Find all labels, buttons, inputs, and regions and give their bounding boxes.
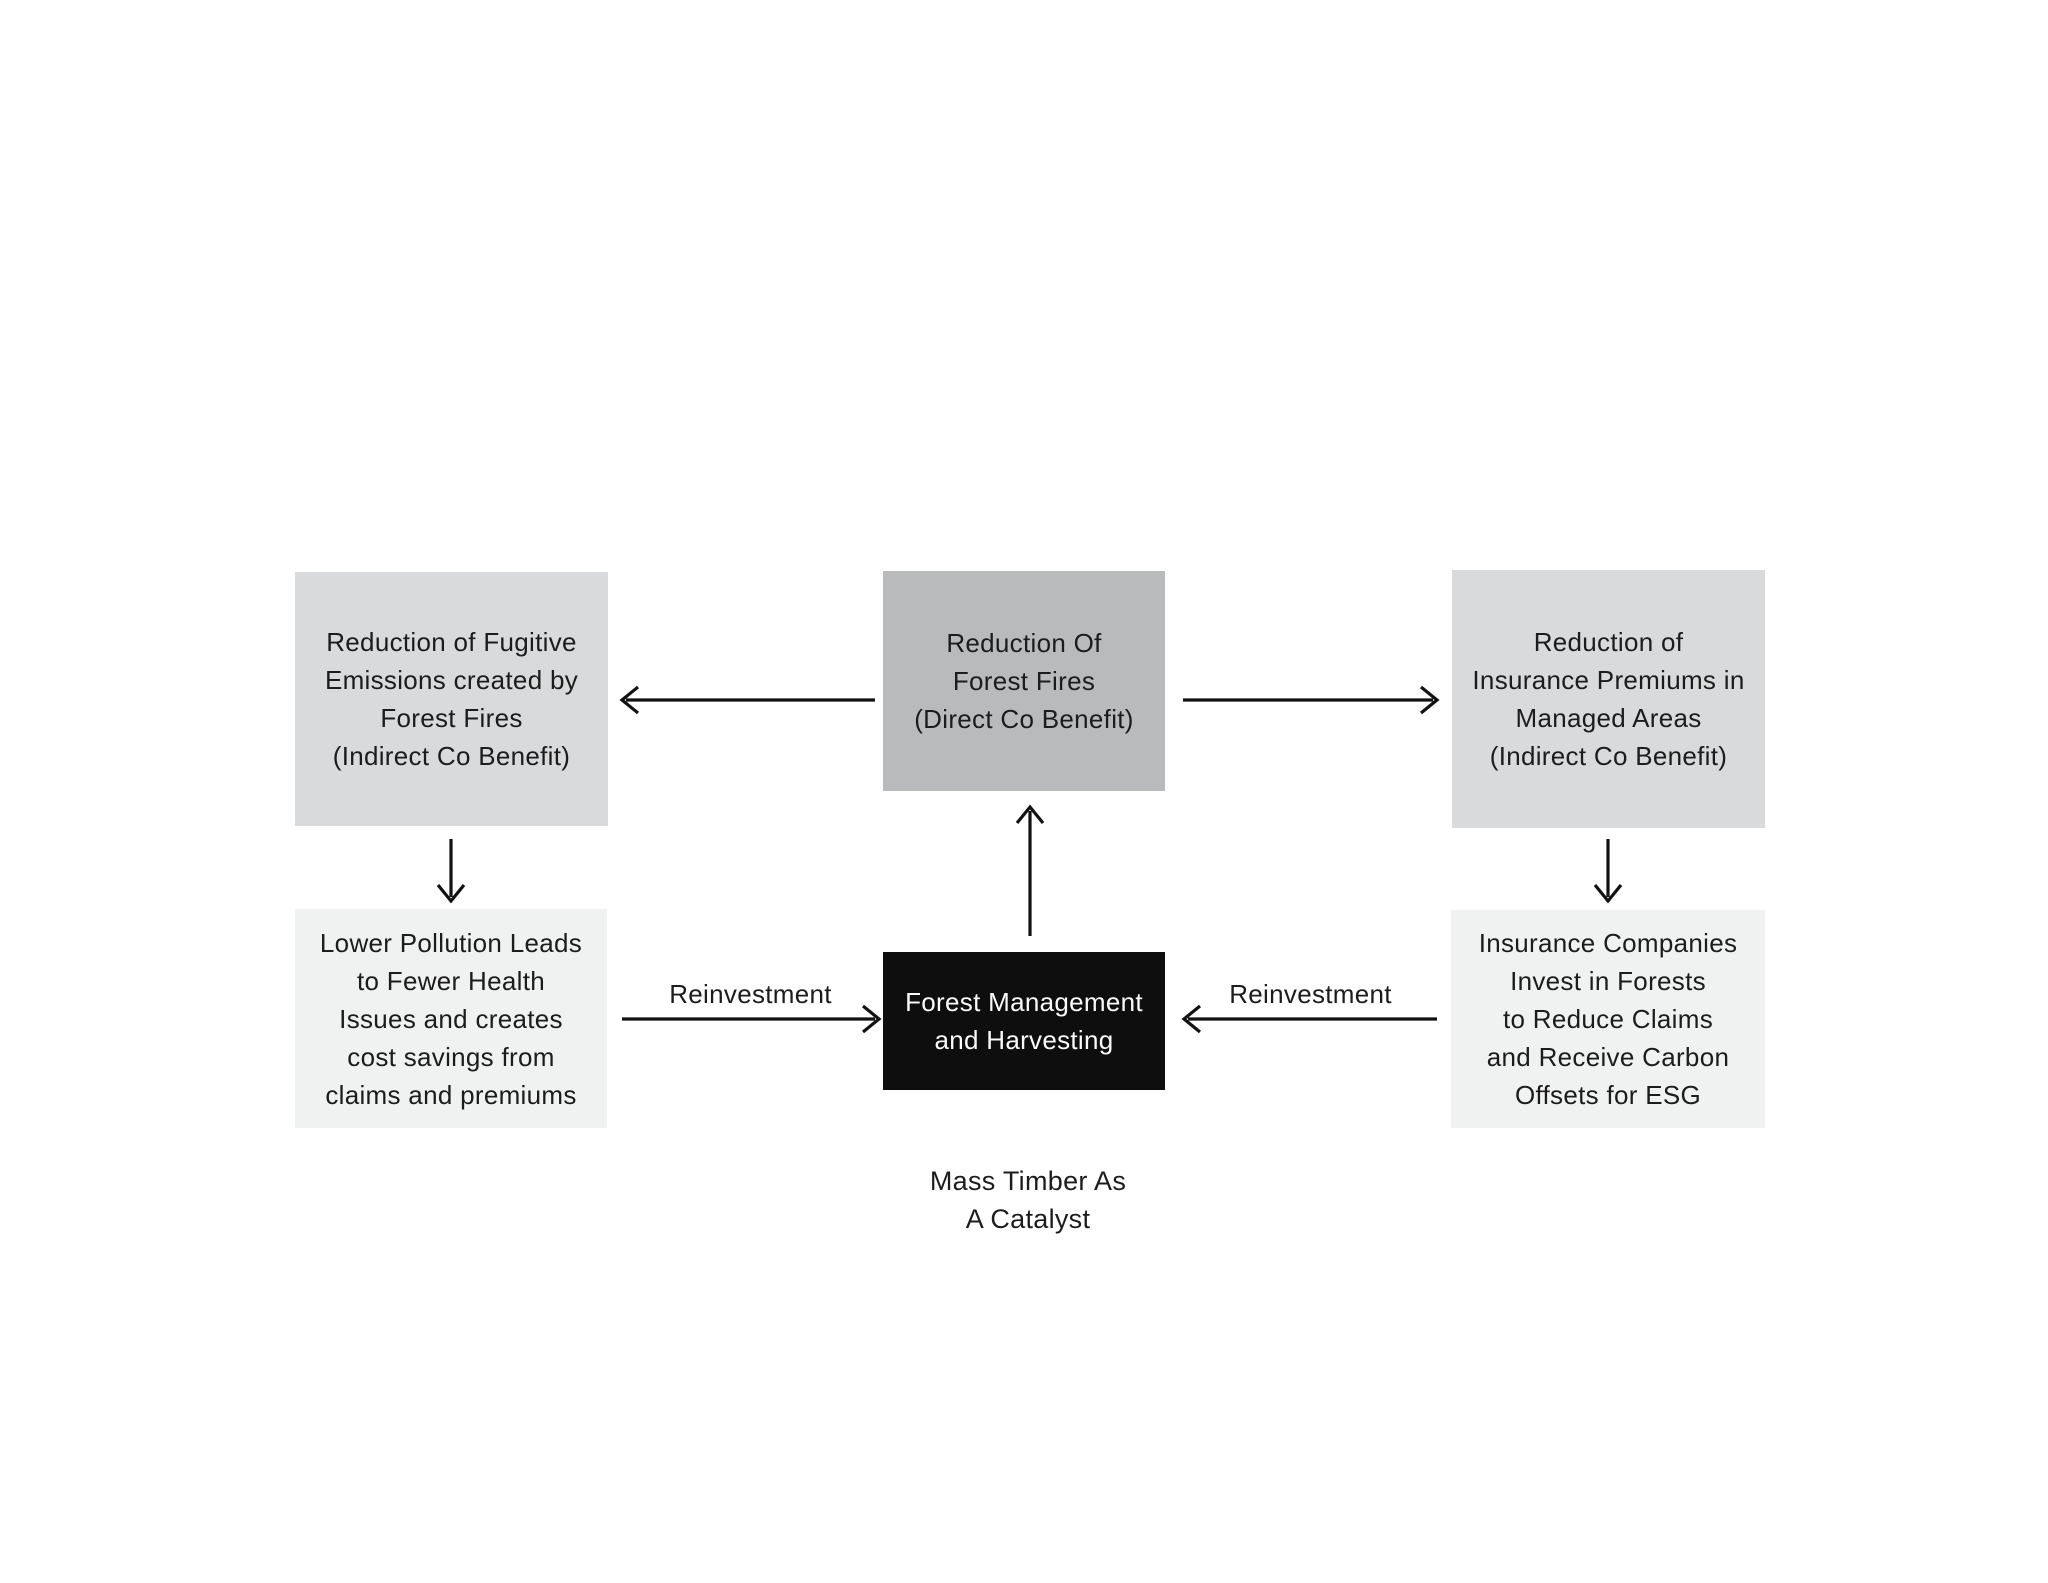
node-lower-pollution: Lower Pollution Leads to Fewer Health Is… — [295, 909, 607, 1128]
arrow-forest-fires-to-insurance-premiums — [1183, 685, 1440, 715]
node-insurance-premiums: Reduction of Insurance Premiums in Manag… — [1452, 570, 1765, 828]
node-fugitive-emissions: Reduction of Fugitive Emissions created … — [295, 572, 608, 826]
reinvestment-label-left: Reinvestment — [669, 979, 832, 1009]
arrow-fugitive-emissions-to-lower-pollution — [436, 839, 466, 904]
arrow-insurance-premiums-to-insurance-companies — [1593, 839, 1623, 904]
arrow-forest-fires-to-fugitive-emissions — [619, 685, 875, 715]
node-forest-management: Forest Management and Harvesting — [883, 952, 1165, 1090]
node-forest-fires: Reduction Of Forest Fires (Direct Co Ben… — [883, 571, 1165, 791]
diagram-caption: Mass Timber As A Catalyst — [929, 1166, 1127, 1234]
arrow-forest-management-to-forest-fires — [1015, 804, 1045, 936]
node-insurance-companies: Insurance Companies Invest in Forests to… — [1451, 910, 1765, 1128]
reinvestment-label-right: Reinvestment — [1229, 979, 1392, 1009]
